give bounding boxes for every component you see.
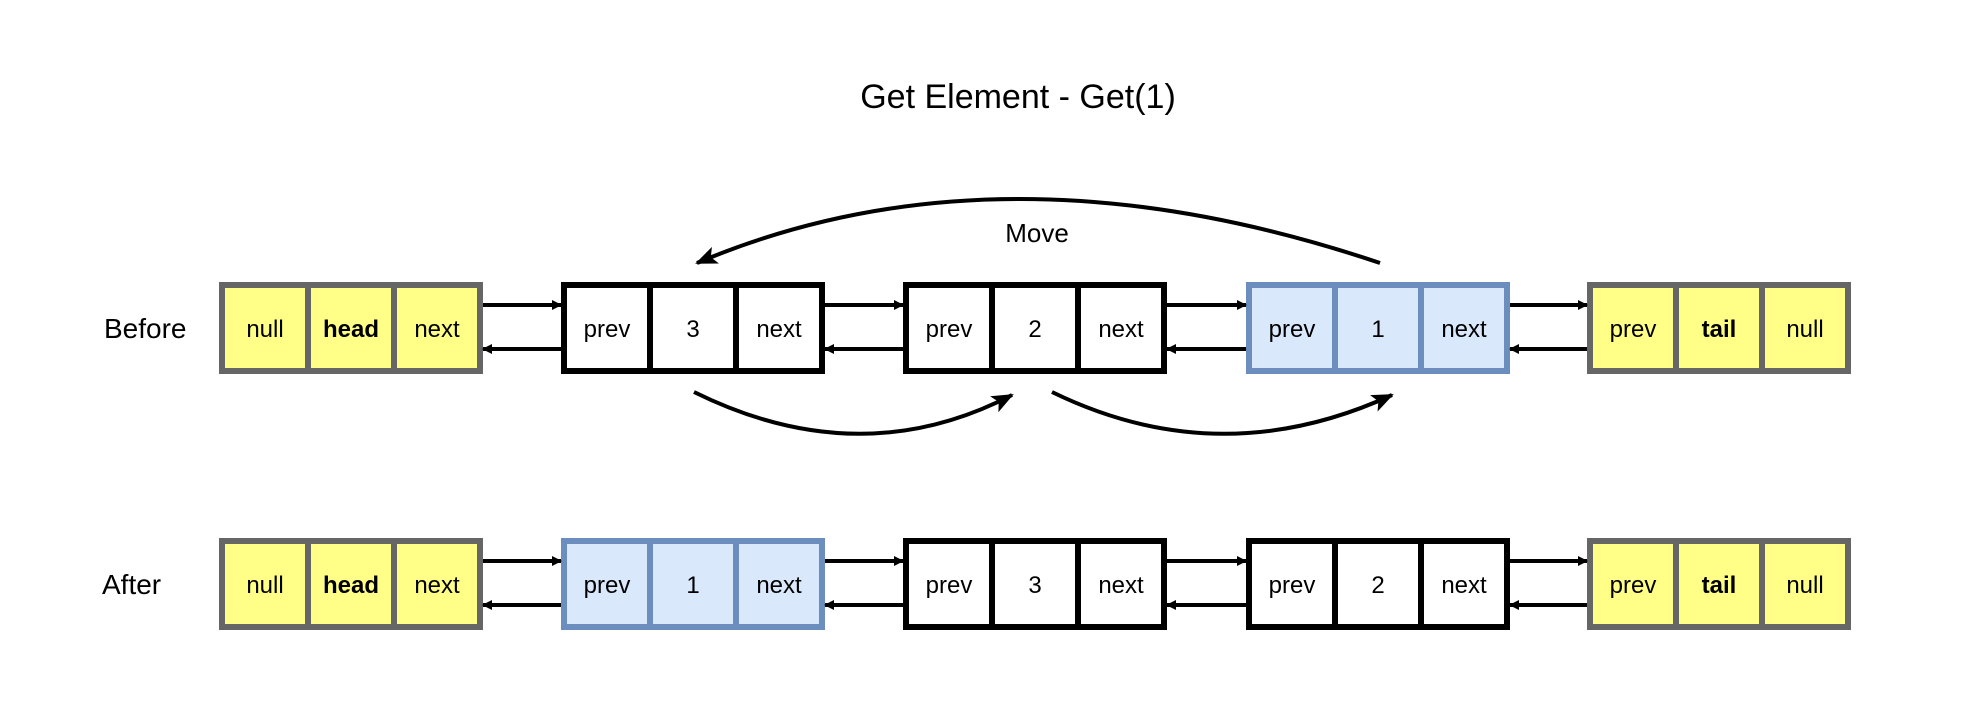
move-label: Move	[1005, 218, 1069, 248]
move-arrow	[695, 197, 1381, 265]
list-node-node: prev 3 next	[561, 282, 825, 374]
node-cell-text: null	[1786, 572, 1823, 599]
list-node-sentinel: prev tail null	[1587, 538, 1851, 630]
list-node-node: prev 2 next	[903, 282, 1167, 374]
node-cell-text: next	[756, 316, 802, 343]
node-cell-text: next	[414, 572, 460, 599]
node-cell-text: prev	[584, 316, 631, 343]
node-cell	[219, 538, 311, 630]
node-cell	[1418, 538, 1510, 630]
list-node-node: prev 3 next	[903, 538, 1167, 630]
node-cell	[903, 538, 995, 630]
node-cell	[1673, 282, 1765, 374]
node-cell-text: null	[1786, 316, 1823, 343]
list-node-sentinel: null head next	[219, 538, 483, 630]
node-cell-text: prev	[1269, 316, 1316, 343]
list-node-sentinel: prev tail null	[1587, 282, 1851, 374]
node-cell	[1418, 282, 1510, 374]
node-cell-text: prev	[1269, 572, 1316, 599]
node-cell	[1759, 282, 1851, 374]
node-cell	[391, 282, 483, 374]
node-cell-text: head	[323, 572, 379, 599]
node-cell	[989, 538, 1081, 630]
node-cell	[1332, 538, 1424, 630]
shift-arrow-2-to-1	[1051, 390, 1394, 436]
list-node-highlight: prev 1 next	[561, 538, 825, 630]
list-node-highlight: prev 1 next	[1246, 282, 1510, 374]
node-cell-text: 1	[1371, 316, 1384, 343]
node-cell-text: tail	[1702, 316, 1737, 343]
node-cell	[1759, 538, 1851, 630]
node-cell-text: null	[246, 316, 283, 343]
node-cell	[1075, 538, 1167, 630]
node-cell-text: head	[323, 316, 379, 343]
node-cell-text: 1	[686, 572, 699, 599]
node-cell-text: 3	[686, 316, 699, 343]
node-cell-text: 3	[1028, 572, 1041, 599]
node-cell-text: next	[756, 572, 802, 599]
shift-arrow-3-to-2	[693, 390, 1014, 436]
node-cell-text: next	[1098, 316, 1144, 343]
node-cell-text: prev	[1610, 572, 1657, 599]
row-label: After	[102, 569, 161, 600]
list-node-sentinel: null head next	[219, 282, 483, 374]
node-cell-text: prev	[926, 572, 973, 599]
node-cell	[391, 538, 483, 630]
node-cell-text: tail	[1702, 572, 1737, 599]
node-cell	[733, 282, 825, 374]
row-label: Before	[104, 313, 187, 344]
node-cell-text: next	[1098, 572, 1144, 599]
node-cell-text: prev	[926, 316, 973, 343]
node-cell-text: prev	[1610, 316, 1657, 343]
node-cell-text: next	[1441, 316, 1487, 343]
diagram-title: Get Element - Get(1)	[860, 78, 1176, 116]
node-cell-text: prev	[584, 572, 631, 599]
node-cell-text: 2	[1371, 572, 1384, 599]
row-after: After null head next prev 1 next prev 3 next prev 2…	[102, 538, 1851, 630]
node-cell-text: next	[1441, 572, 1487, 599]
node-cell-text: next	[414, 316, 460, 343]
node-cell	[1332, 282, 1424, 374]
node-cell	[733, 538, 825, 630]
node-cell	[1075, 282, 1167, 374]
node-cell	[1246, 538, 1338, 630]
node-cell-text: 2	[1028, 316, 1041, 343]
node-cell-text: null	[246, 572, 283, 599]
list-node-node: prev 2 next	[1246, 538, 1510, 630]
